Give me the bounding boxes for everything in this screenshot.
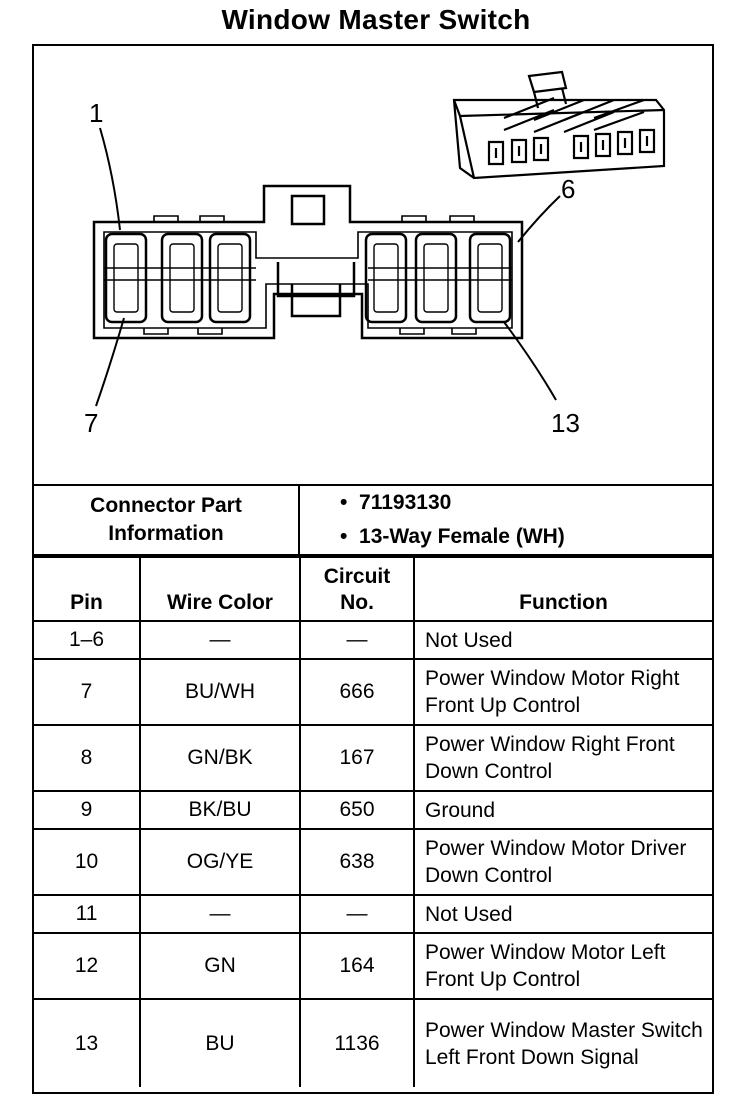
- function-cell: Power Window Right Front Down Control: [413, 724, 712, 792]
- function-cell: Power Window Motor Left Front Up Control: [413, 932, 712, 1000]
- circuit-cell: 650: [299, 790, 415, 830]
- table-row: 12 GN 164 Power Window Motor Left Front …: [34, 932, 712, 1000]
- page-title: Window Master Switch: [221, 4, 531, 35]
- function-cell: Power Window Motor Driver Down Control: [413, 828, 712, 896]
- circuit-cell: 638: [299, 828, 415, 896]
- wire-color-cell: OG/YE: [139, 828, 301, 896]
- wire-color-cell: —: [139, 620, 301, 660]
- callout-leaders: [95, 127, 561, 407]
- function-cell: Not Used: [413, 620, 712, 660]
- function-cell: Power Window Master Switch Left Front Do…: [413, 998, 712, 1087]
- wire-color-cell: GN/BK: [139, 724, 301, 792]
- circuit-cell: 164: [299, 932, 415, 1000]
- circuit-cell: 1136: [299, 998, 415, 1087]
- circuit-cell: 167: [299, 724, 415, 792]
- wire-color-cell: GN: [139, 932, 301, 1000]
- pin-cell: 8: [34, 724, 141, 792]
- header-pin: Pin: [34, 556, 141, 622]
- table-row: 8 GN/BK 167 Power Window Right Front Dow…: [34, 724, 712, 792]
- callout-pin-6: 6: [561, 174, 576, 204]
- function-cell: Power Window Motor Right Front Up Contro…: [413, 658, 712, 726]
- callout-pin-13: 13: [551, 408, 580, 438]
- circuit-cell: —: [299, 620, 415, 660]
- pin-cell: 10: [34, 828, 141, 896]
- pin-cell: 1–6: [34, 620, 141, 660]
- pin-cell: 9: [34, 790, 141, 830]
- table-row: 13 BU 1136 Power Window Master Switch Le…: [34, 998, 712, 1087]
- circuit-cell: 666: [299, 658, 415, 726]
- table-row: 10 OG/YE 638 Power Window Motor Driver D…: [34, 828, 712, 896]
- connector-description: • 13-Way Female (WH): [340, 525, 565, 548]
- header-wire-color: Wire Color: [139, 556, 301, 622]
- function-cell: Ground: [413, 790, 712, 830]
- table-row: 9 BK/BU 650 Ground: [34, 790, 712, 830]
- connector-diagram: 1 6 7 13: [34, 46, 712, 484]
- pin-cell: 13: [34, 998, 141, 1087]
- function-cell: Not Used: [413, 894, 712, 934]
- wire-color-cell: BU: [139, 998, 301, 1087]
- pin-cell: 7: [34, 658, 141, 726]
- pin-cell: 11: [34, 894, 141, 934]
- wire-color-cell: BU/WH: [139, 658, 301, 726]
- connector-info-label: Connector Part Information: [34, 486, 300, 554]
- connector-info-values: • 71193130 • 13-Way Female (WH): [300, 486, 710, 554]
- connector-part-number: • 71193130: [340, 491, 452, 514]
- table-header: Pin Wire Color Circuit No. Function: [34, 556, 712, 622]
- circuit-cell: —: [299, 894, 415, 934]
- table-row: 11 — — Not Used: [34, 894, 712, 934]
- header-circuit-no: Circuit No.: [299, 556, 415, 622]
- connector-part-info: Connector Part Information • 71193130 • …: [34, 484, 712, 556]
- callout-pin-7: 7: [84, 408, 99, 438]
- wire-color-cell: —: [139, 894, 301, 934]
- connector-frame: 1 6 7 13 Connector Part Information • 71…: [32, 44, 714, 1094]
- wire-color-cell: BK/BU: [139, 790, 301, 830]
- connector-face: [92, 184, 524, 340]
- table-row: 7 BU/WH 666 Power Window Motor Right Fro…: [34, 658, 712, 726]
- pin-cell: 12: [34, 932, 141, 1000]
- table-row: 1–6 — — Not Used: [34, 620, 712, 660]
- pinout-table: Pin Wire Color Circuit No. Function 1–6 …: [34, 556, 712, 1087]
- connector-3d-icon: [452, 70, 666, 180]
- callout-pin-1: 1: [89, 98, 104, 128]
- connector-drawing: [92, 70, 666, 407]
- header-function: Function: [413, 556, 712, 622]
